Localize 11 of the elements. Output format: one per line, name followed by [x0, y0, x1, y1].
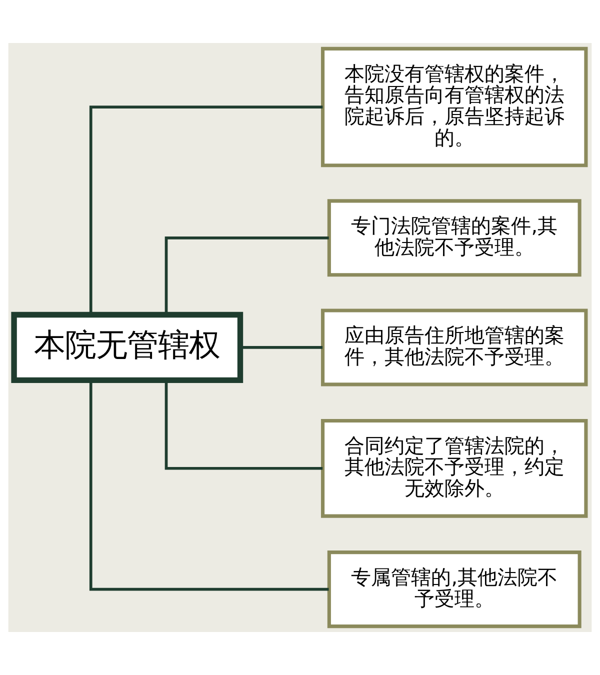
- node-box: 专属管辖的,其他法院不予受理。: [327, 550, 582, 628]
- connector: [164, 236, 329, 315]
- node-box: 应由原告住所地管辖的案件，其他法院不予受理。: [320, 308, 588, 386]
- node-box: 专门法院管辖的案件,其他法院不予受理。: [327, 199, 582, 277]
- connector: [89, 380, 329, 591]
- node-box: 本院没有管辖权的案件，告知原告向有管辖权的法院起诉后，原告坚持起诉的。: [320, 46, 588, 168]
- node-box: 本院无管辖权: [11, 312, 244, 384]
- connector: [164, 380, 323, 470]
- node-box: 合同约定了管辖法院的，其他法院不予受理，约定无效除外。: [320, 418, 588, 518]
- connector: [240, 346, 322, 349]
- connector: [89, 106, 323, 315]
